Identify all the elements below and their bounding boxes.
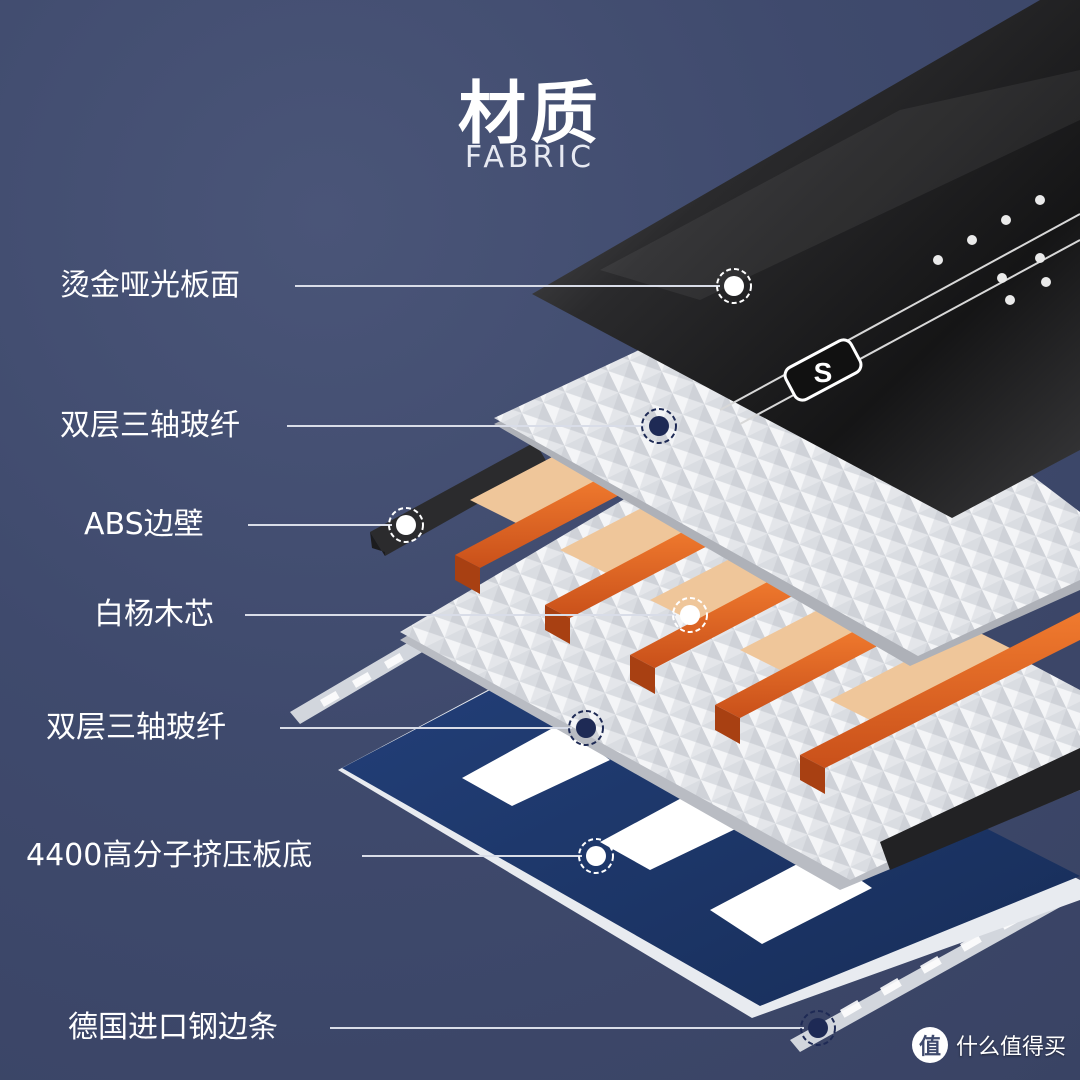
- lower-fiberglass-layer: [400, 472, 1080, 890]
- topsheet-badge-text: S: [814, 357, 833, 388]
- upper-fiberglass-layer: [494, 284, 1080, 666]
- dot-wood-core: [672, 597, 708, 633]
- topsheet-s-badge: S: [783, 338, 863, 402]
- label-steel-edge: 德国进口钢边条: [68, 1010, 278, 1045]
- label-abs-sidewall: ABS边壁: [84, 507, 204, 542]
- topsheet-layer: S: [532, 0, 1080, 518]
- watermark-text: 什么值得买: [955, 1035, 1066, 1060]
- dot-steel-edge: [800, 1010, 836, 1046]
- page-title: 材质: [457, 75, 602, 154]
- abs-sidewall-right: [880, 748, 1080, 870]
- dot-lower-fiberglass: [568, 710, 604, 746]
- watermark: 值 什么值得买: [911, 1024, 1066, 1066]
- label-topsheet: 烫金哑光板面: [60, 268, 240, 303]
- label-base: 4400高分子挤压板底: [26, 838, 313, 873]
- dot-abs-sidewall: [388, 507, 424, 543]
- leader-lines: [245, 285, 804, 1029]
- watermark-logo-icon: 值: [911, 1027, 948, 1063]
- dot-upper-fiberglass: [641, 408, 677, 444]
- label-wood-core: 白杨木芯: [94, 597, 214, 632]
- label-lower-fiberglass: 双层三轴玻纤: [46, 710, 226, 745]
- label-upper-fiberglass: 双层三轴玻纤: [60, 408, 240, 443]
- dot-topsheet: [716, 268, 752, 304]
- page-subtitle: FABRIC: [464, 140, 596, 175]
- marker-dots: [388, 268, 836, 1046]
- dot-base: [578, 838, 614, 874]
